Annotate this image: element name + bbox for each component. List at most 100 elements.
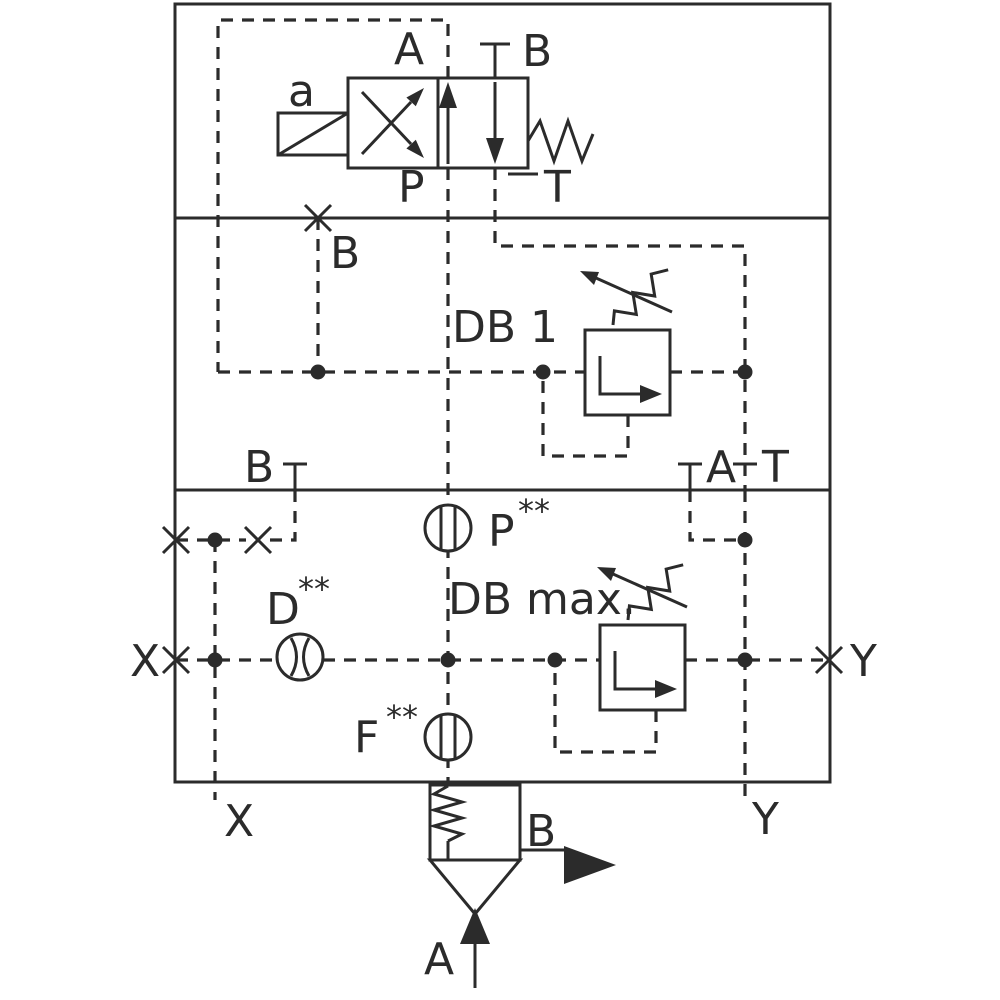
dbmax-flow-arrow-icon (613, 651, 677, 698)
plug-b-line-icon (243, 525, 273, 555)
port-a-in-arrow-icon (460, 908, 490, 988)
db1-spring-icon (611, 268, 669, 326)
plug-y-border-right-icon (814, 645, 844, 675)
arrowhead (406, 88, 424, 107)
label-port-x-left: X (130, 636, 160, 687)
orifice-curve (289, 637, 298, 677)
label-port-t-valve: T (543, 162, 571, 213)
circle (423, 712, 473, 762)
plug-x-border-mid-icon (161, 525, 191, 555)
label-meas-p-stars: ** (518, 492, 550, 530)
spring-zigzag (626, 563, 684, 621)
adjust-arrow-shaft (595, 276, 673, 314)
arrowhead-up (439, 82, 457, 108)
label-port-y-bottom: Y (751, 794, 779, 845)
label-port-b-valve: B (522, 26, 552, 77)
dbmax-body (598, 623, 687, 712)
label-port-y-right: Y (849, 636, 877, 687)
junction-dot (535, 364, 551, 380)
label-orifice-d: D (266, 584, 300, 635)
label-port-t-mid: T (761, 442, 789, 493)
flow-line (360, 100, 413, 156)
line-port-b-elbow (262, 490, 297, 542)
junction-dot (737, 364, 753, 380)
poppet-cone-icon (426, 858, 524, 917)
flow-path (598, 356, 642, 396)
flow-path (613, 651, 657, 691)
port-b-mid-stub (283, 462, 307, 490)
relief-valve-db1 (580, 268, 673, 417)
plug-stroke (243, 525, 273, 555)
line-dbmax-pilot (553, 660, 658, 754)
arrowhead-up (460, 908, 490, 944)
junction-dot (737, 652, 753, 668)
label-port-b-mid: B (244, 442, 274, 493)
orifice-d-icon (275, 632, 325, 682)
label-orifice-d-stars: ** (298, 570, 330, 608)
adjust-arrowhead (580, 271, 599, 285)
valve-spring-icon (526, 116, 595, 166)
label-port-a-in: A (424, 934, 454, 985)
solenoid-a-box (276, 111, 350, 157)
label-port-a-valve: A (394, 24, 424, 75)
junction-dot (310, 364, 326, 380)
label-port-a-mid: A (706, 442, 736, 493)
adjust-arrowhead (597, 567, 616, 581)
label-port-p-valve: P (398, 162, 425, 213)
dbmax-adjust-arrow-icon (597, 567, 688, 609)
circle (275, 632, 325, 682)
junction-dot (440, 652, 456, 668)
arrowhead-right (564, 846, 616, 884)
arrowhead (655, 680, 677, 698)
label-meas-f-stars: ** (386, 698, 418, 736)
junction-dots (207, 364, 753, 668)
label-plug-b: B (330, 228, 360, 279)
cartridge-spring-icon (428, 784, 468, 843)
plug-marks (161, 203, 844, 675)
label-port-x-bottom: X (224, 796, 254, 847)
label-port-b-out: B (526, 806, 556, 857)
label-solenoid-a: a (288, 66, 315, 117)
port-a-mid-stub (678, 462, 702, 490)
plug-stroke (303, 203, 333, 233)
plug-b-top-icon (303, 203, 333, 233)
db1-adjust-arrow-icon (580, 271, 673, 314)
db1-body (583, 328, 672, 417)
labels: A B a P T B DB 1 B A T P ** DB max. D **… (130, 24, 877, 985)
valve-position-parallel-box (436, 76, 530, 170)
port-b-stub-top (480, 42, 510, 78)
arrowhead (640, 385, 662, 403)
housing (173, 2, 832, 784)
measuring-point-f-icon (423, 712, 473, 762)
crossed-flow-arrows-icon (360, 88, 424, 158)
junction-dot (547, 652, 563, 668)
measuring-points (275, 503, 473, 762)
plug-stroke (161, 645, 191, 675)
housing-section-bottom (173, 488, 832, 784)
line-db1-pilot (541, 372, 630, 458)
relief-valve-dbmax (597, 563, 688, 712)
flow-line (360, 90, 413, 146)
junction-dot (207, 532, 223, 548)
circle (423, 503, 473, 553)
arrowhead-down (486, 138, 504, 164)
plug-stroke (161, 525, 191, 555)
junction-dot (207, 652, 223, 668)
arrowhead (406, 139, 424, 158)
plug-x-border-left-icon (161, 645, 191, 675)
plug-stroke (814, 645, 844, 675)
parallel-flow-arrows-icon (439, 82, 504, 164)
dbmax-spring-icon (626, 563, 684, 621)
junction-dot (737, 532, 753, 548)
label-relief-dbmax: DB max. (448, 574, 636, 625)
db1-flow-arrow-icon (598, 356, 662, 403)
orifice-curve (302, 637, 311, 677)
pilot-line-top-loop (216, 18, 450, 372)
check-valve-assembly (426, 783, 616, 988)
label-meas-f: F (354, 712, 379, 763)
label-relief-db1: DB 1 (452, 302, 558, 353)
adjust-arrow-shaft (612, 572, 688, 609)
spring-zigzag (611, 268, 669, 326)
